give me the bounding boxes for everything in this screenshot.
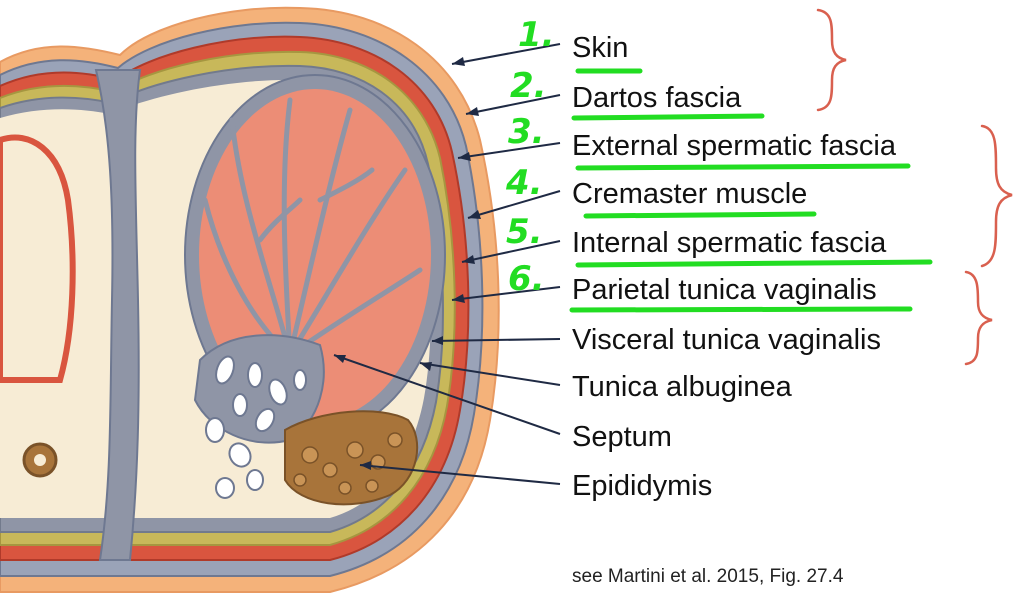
label-skin: Skin [572, 32, 628, 64]
brace-skin-dartos [818, 10, 846, 110]
label-external-spermatic-fascia: External spermatic fascia [572, 130, 897, 162]
number-4: 4. [505, 163, 543, 203]
label-internal-spermatic-fascia: Internal spermatic fascia [572, 227, 887, 259]
underline-external [578, 166, 908, 168]
label-septum: Septum [572, 421, 672, 453]
label-visceral-tunica-vaginalis: Visceral tunica vaginalis [572, 324, 881, 356]
underline-cremaster [586, 214, 814, 216]
number-6: 6. [508, 259, 545, 299]
handwritten-numbers: 1. 2. 3. 4. 5. 6. [505, 15, 555, 299]
label-dartos-fascia: Dartos fascia [572, 82, 742, 114]
number-2: 2. [510, 66, 547, 106]
citation: see Martini et al. 2015, Fig. 27.4 [572, 566, 844, 587]
number-1: 1. [518, 15, 555, 55]
underline-parietal [572, 309, 910, 310]
underline-internal [578, 262, 930, 265]
label-epididymis: Epididymis [572, 470, 712, 502]
left-testis [0, 138, 73, 381]
label-cremaster-muscle: Cremaster muscle [572, 178, 807, 210]
number-3: 3. [508, 112, 545, 152]
brace-tunica-vaginalis [966, 272, 992, 364]
label-parietal-tunica-vaginalis: Parietal tunica vaginalis [572, 274, 877, 306]
brace-spermatic-cord [982, 126, 1012, 266]
illustration [0, 8, 499, 592]
label-tunica-albuginea: Tunica albuginea [572, 371, 793, 403]
number-5: 5. [506, 212, 543, 252]
underline-dartos [574, 116, 762, 118]
